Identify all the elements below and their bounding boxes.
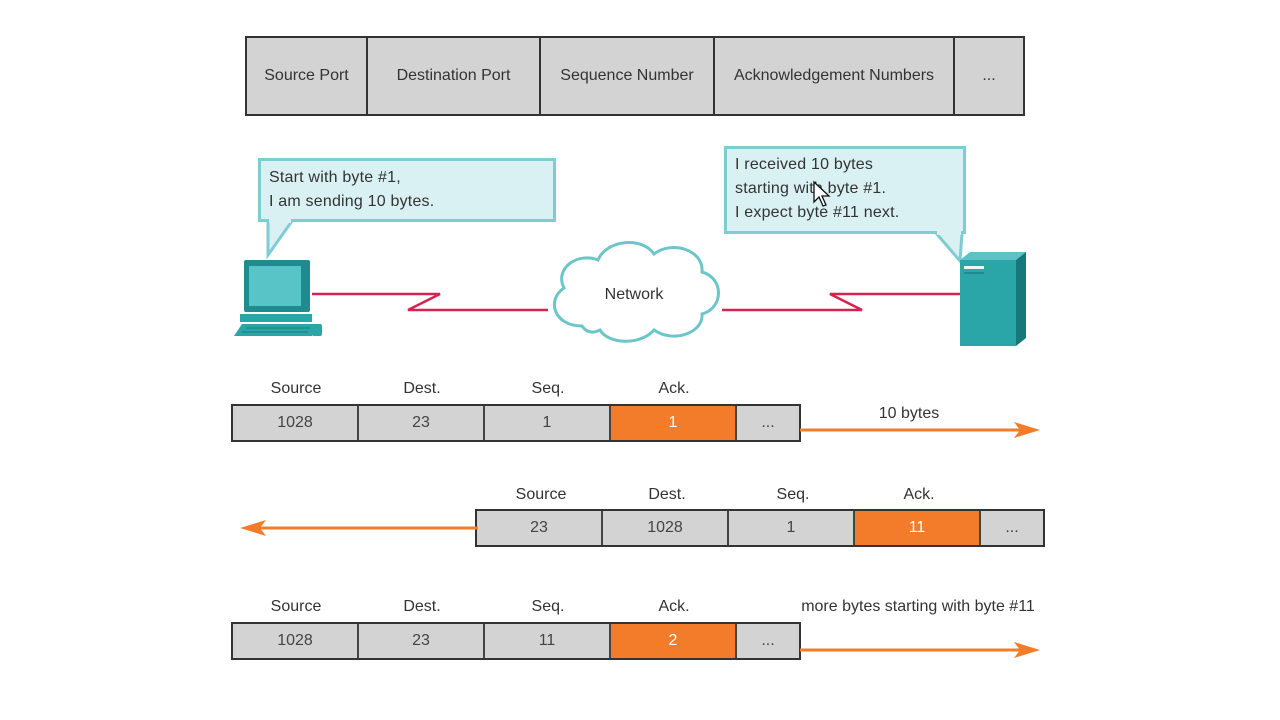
- arrow-right-icon: [800, 422, 1040, 438]
- header-field-destination-port: Destination Port: [368, 38, 541, 114]
- label-dest: Dest.: [403, 380, 441, 397]
- label-source: Source: [270, 598, 322, 615]
- mouse-cursor-icon: [813, 180, 831, 207]
- segment-3: 1028 23 11 2 ...: [231, 622, 801, 660]
- label-ack: Ack.: [658, 598, 690, 615]
- header-field-source-port: Source Port: [247, 38, 368, 114]
- bubble-client-line-2: I am sending 10 bytes.: [269, 193, 435, 210]
- segment-1-more: ...: [761, 414, 775, 431]
- network-label: Network: [604, 286, 664, 303]
- segment-1-column-labels: Source Dest. Seq. Ack.: [233, 380, 737, 398]
- label-seq: Seq.: [776, 486, 810, 503]
- speech-bubble-server: I received 10 bytes starting with byte #…: [724, 146, 966, 234]
- segment-3-column-labels: Source Dest. Seq. Ack.: [233, 598, 737, 616]
- segment-1: 1028 23 1 1 ...: [231, 404, 801, 442]
- segment-2-more: ...: [1005, 519, 1019, 536]
- segment-3-more: ...: [761, 632, 775, 649]
- segment-2-column-labels: Source Dest. Seq. Ack.: [478, 486, 982, 504]
- arrow-left-icon: [240, 520, 478, 536]
- link-client-to-network: [312, 292, 548, 312]
- bubble-server-line-2: starting with byte #1.: [735, 180, 887, 197]
- label-dest: Dest.: [648, 486, 686, 503]
- segment-3-source: 1028: [233, 624, 359, 658]
- segment-1-note: 10 bytes: [878, 405, 940, 422]
- header-field-sequence-number: Sequence Number: [541, 38, 715, 114]
- header-field-more: ...: [982, 67, 996, 84]
- segment-3-note: more bytes starting with byte #11: [801, 598, 1035, 615]
- speech-bubble-client: Start with byte #1, I am sending 10 byte…: [258, 158, 556, 222]
- arrow-right-icon: [800, 642, 1040, 658]
- tcp-header-structure: Source Port Destination Port Sequence Nu…: [245, 36, 1025, 116]
- label-ack: Ack.: [658, 380, 690, 397]
- segment-3-dest: 23: [359, 624, 485, 658]
- label-source: Source: [515, 486, 567, 503]
- segment-2-source: 23: [477, 511, 603, 545]
- label-source: Source: [270, 380, 322, 397]
- label-ack: Ack.: [903, 486, 935, 503]
- segment-3-seq: 11: [485, 624, 611, 658]
- segment-1-dest: 23: [359, 406, 485, 440]
- label-seq: Seq.: [531, 380, 565, 397]
- segment-2-seq: 1: [729, 511, 855, 545]
- segment-3-ack: 2: [611, 624, 737, 658]
- bubble-server-line-1: I received 10 bytes: [735, 156, 874, 173]
- bubble-server-line-3: I expect byte #11 next.: [735, 204, 900, 221]
- server-icon: [960, 252, 1026, 346]
- bubble-client-line-1: Start with byte #1,: [269, 169, 401, 186]
- segment-1-source: 1028: [233, 406, 359, 440]
- network-cloud-icon: [552, 241, 720, 343]
- segment-2-ack: 11: [855, 511, 981, 545]
- bubble-client-tail: [266, 219, 295, 259]
- header-field-acknowledgement-numbers: Acknowledgement Numbers: [715, 38, 955, 114]
- computer-icon: [234, 260, 322, 336]
- segment-1-seq: 1: [485, 406, 611, 440]
- bubble-server-tail: [932, 231, 964, 265]
- segment-2: 23 1028 1 11 ...: [475, 509, 1045, 547]
- label-seq: Seq.: [531, 598, 565, 615]
- label-dest: Dest.: [403, 598, 441, 615]
- segment-1-ack: 1: [611, 406, 737, 440]
- segment-2-dest: 1028: [603, 511, 729, 545]
- link-network-to-server: [722, 292, 960, 312]
